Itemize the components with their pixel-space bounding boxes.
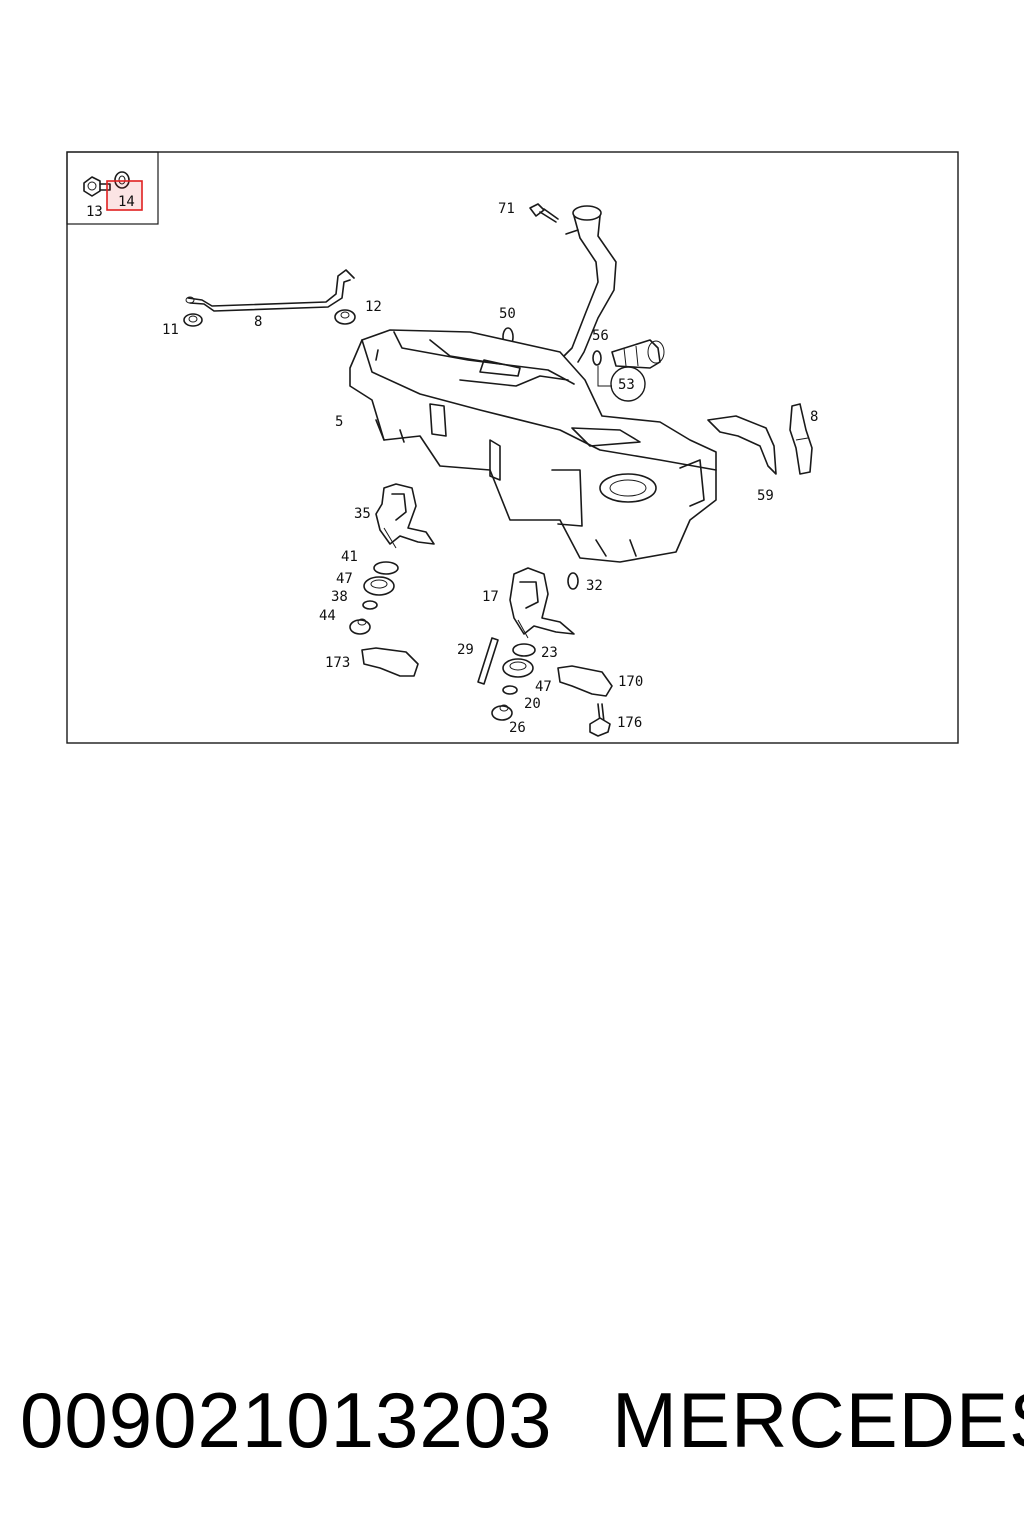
label-11: 11 <box>162 322 179 338</box>
bracket-icon <box>789 403 813 475</box>
part-number: 009021013203 <box>20 1376 553 1464</box>
label-53: 53 <box>618 377 635 393</box>
highlight-box <box>106 180 143 211</box>
brand-name: MERCEDES <box>612 1376 1024 1464</box>
washer-icon <box>114 171 130 189</box>
label-173: 173 <box>325 655 350 671</box>
pin-29-icon <box>477 637 499 685</box>
label-20: 20 <box>524 696 541 712</box>
ring-38-icon <box>362 600 378 610</box>
ring-20-icon <box>502 685 518 695</box>
inset-box <box>66 151 159 225</box>
footer: 009021013203 MERCEDES <box>0 1375 1024 1465</box>
nut-icon <box>83 176 111 197</box>
fuel-tank-icon <box>349 329 717 563</box>
cap-26-icon <box>491 704 513 721</box>
nut-12-icon <box>334 309 356 325</box>
seal-23-icon <box>512 643 536 657</box>
tank-strap-icon <box>185 269 355 312</box>
label-32: 32 <box>586 578 603 594</box>
o-ring-32-icon <box>567 572 579 590</box>
label-170: 170 <box>618 674 643 690</box>
bolt-icon <box>529 203 559 223</box>
label-44: 44 <box>319 608 336 624</box>
filler-neck-icon <box>561 205 617 363</box>
cover-173-icon <box>361 647 419 677</box>
bolt-176-icon <box>589 703 611 737</box>
label-17: 17 <box>482 589 499 605</box>
label-26: 26 <box>509 720 526 736</box>
label-5: 5 <box>335 414 343 430</box>
label-29: 29 <box>457 642 474 658</box>
cap-44-icon <box>349 618 371 635</box>
label-47-right: 47 <box>535 679 552 695</box>
nut-11-icon <box>183 313 203 327</box>
cover-170-icon <box>557 665 613 697</box>
ring-47a-icon <box>363 576 395 596</box>
label-14: 14 <box>118 194 135 210</box>
label-71: 71 <box>498 201 515 217</box>
callout-circle-53 <box>610 366 646 402</box>
heat-shield-icon <box>707 415 777 475</box>
label-38: 38 <box>331 589 348 605</box>
label-23: 23 <box>541 645 558 661</box>
fuel-sender-17-icon <box>509 567 575 639</box>
label-13: 13 <box>86 204 103 220</box>
label-12: 12 <box>365 299 382 315</box>
label-176: 176 <box>617 715 642 731</box>
label-47-left: 47 <box>336 571 353 587</box>
label-35: 35 <box>354 506 371 522</box>
label-50: 50 <box>499 306 516 322</box>
valve-icon <box>611 339 665 369</box>
label-8-strap: 8 <box>254 314 262 330</box>
diagram-frame <box>66 151 959 744</box>
seal-41-icon <box>373 561 399 575</box>
label-8-bracket: 8 <box>810 409 818 425</box>
seal-ring-icon <box>592 350 602 366</box>
label-56: 56 <box>592 328 609 344</box>
fuel-sender-35-icon <box>375 483 435 549</box>
parts-diagram: 13 14 71 11 8 12 50 56 53 5 8 59 35 41 4… <box>66 151 959 744</box>
label-41: 41 <box>341 549 358 565</box>
label-59: 59 <box>757 488 774 504</box>
ring-47b-icon <box>502 658 534 678</box>
